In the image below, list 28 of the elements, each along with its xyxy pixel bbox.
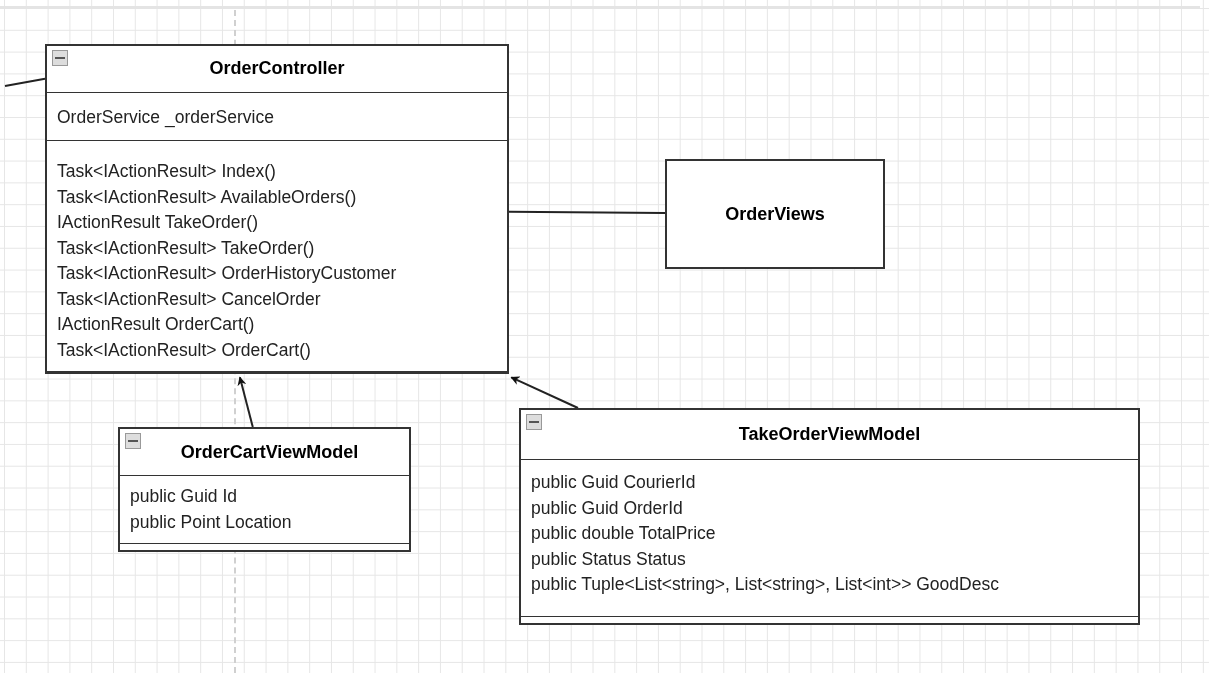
arrow [237, 376, 254, 428]
class-member: public Guid OrderId [531, 496, 684, 520]
class-name: TakeOrderViewModel [738, 424, 921, 445]
class-member: Task<IActionResult> OrderHistoryCustomer [57, 262, 398, 285]
arrow [510, 376, 579, 409]
class-box [45, 44, 509, 374]
class-name: OrderViews [725, 203, 825, 225]
class-member: public Guid CourierId [531, 471, 697, 494]
class-member: public Guid Id [130, 485, 238, 509]
class-member: public double TotalPrice [531, 522, 717, 545]
class-member: IActionResult OrderCart() [57, 313, 256, 336]
class-member: OrderService _orderService [57, 105, 275, 129]
class-name: OrderCartViewModel [180, 441, 359, 463]
class-name: OrderController [209, 58, 345, 80]
class-member: Task<IActionResult> AvailableOrders() [57, 185, 358, 209]
class-member: public Point Location [130, 510, 293, 534]
class-box [118, 427, 411, 552]
class-box [519, 408, 1140, 625]
class-box [665, 159, 885, 269]
class-member: Task<IActionResult> OrderCart() [57, 338, 312, 362]
connector-line [508, 210, 666, 214]
class-member: public Tuple<List<string>, List<string>, List<int>> GoodDesc [531, 573, 1000, 596]
class-member: Task<IActionResult> TakeOrder() [57, 236, 316, 260]
connector-line [4, 77, 46, 87]
class-member: IActionResult TakeOrder() [57, 211, 259, 234]
class-member: public Status Status [531, 547, 687, 571]
class-member: Task<IActionResult> CancelOrder [57, 287, 322, 311]
class-member: Task<IActionResult> Index() [57, 160, 277, 183]
